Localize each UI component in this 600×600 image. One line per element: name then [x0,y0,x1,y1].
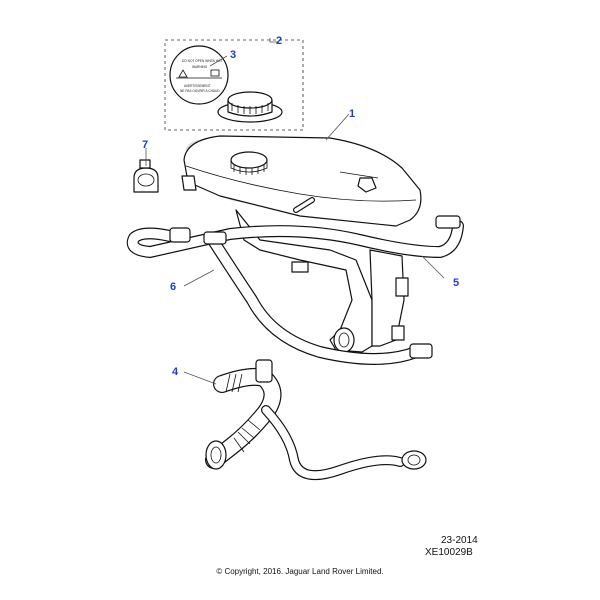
callout-1: 1 [349,108,355,120]
cap-label-disc: DO NOT OPEN WHEN HOT WARNING AVERTISSEME… [169,45,229,105]
cap-label-line3: AVERTISSEMENT [184,84,211,88]
hose-5-connector-left [169,227,191,243]
cap-label-line2: WARNING [192,65,208,69]
callout-5: 5 [453,277,459,289]
hose-6 [203,231,433,365]
cap-assembly-group: DO NOT OPEN WHEN HOT WARNING AVERTISSEME… [164,39,304,131]
hose-6-connector-top [203,231,227,245]
hose-6-connector-bottom [409,343,433,359]
callout-2: 2 [276,35,282,47]
cap-label-line4: NE PAS OUVRIR A CHAUD [180,89,220,93]
filler-cap [217,91,283,123]
clip-7 [133,159,159,193]
callout-6: 6 [170,281,176,293]
callout-4: 4 [172,366,179,378]
callout-7: 7 [142,139,148,151]
leader-lines [145,38,445,385]
coolant-pipe-4 [205,359,427,481]
hose-5-connector-right [435,215,461,229]
reference-code-drawing: XE10029B [425,547,473,558]
warning-triangle-icon [178,69,188,78]
copyright-notice: © Copyright, 2016. Jaguar Land Rover Lim… [216,567,384,576]
cap-dashed-box [164,39,304,131]
expansion-tank [181,135,422,353]
cap-label-line1: DO NOT OPEN WHEN HOT [182,59,223,63]
callout-3: 3 [230,49,236,61]
manual-book-icon [210,69,220,77]
reference-code-date: 23-2014 [441,535,478,546]
hose-5 [126,197,464,258]
